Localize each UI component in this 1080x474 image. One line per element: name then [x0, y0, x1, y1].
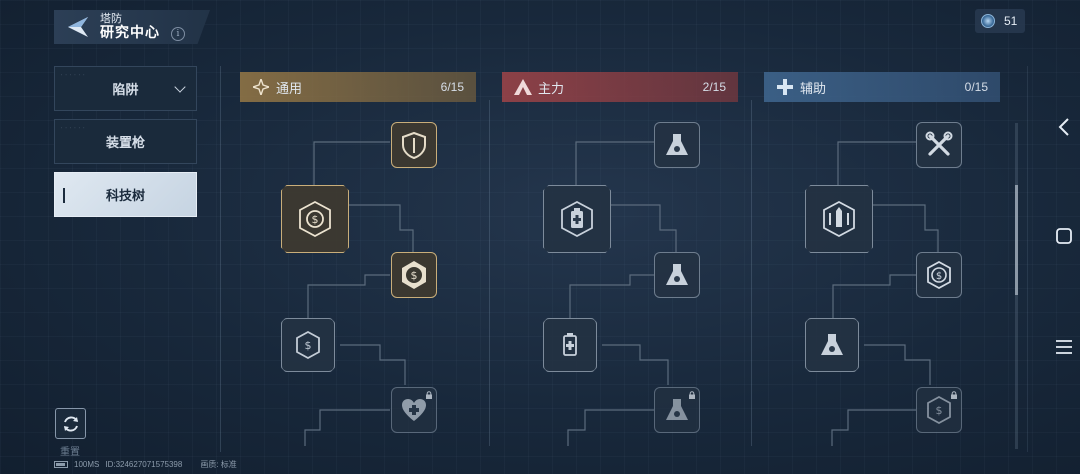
quality-text: 画质: 标准 [200, 460, 237, 469]
scrollbar-thumb[interactable] [1015, 185, 1018, 295]
shield-icon [402, 131, 426, 160]
money-icon: $ [927, 395, 951, 425]
tech-node-money-upgrade[interactable]: $ [281, 185, 349, 253]
info-icon[interactable]: i [171, 27, 185, 41]
chevron-down-icon[interactable] [174, 81, 186, 93]
svg-text:$: $ [936, 404, 943, 417]
category-main-progress: 2/15 [702, 80, 726, 94]
tab-decoration: · · · · · · [61, 72, 86, 77]
tech-tree-panel [220, 66, 1028, 452]
category-main[interactable]: 主力 2/15 [502, 72, 738, 102]
money-icon: $ [296, 330, 320, 360]
active-indicator [63, 188, 65, 203]
category-general-progress: 6/15 [440, 80, 464, 94]
battery-cell-icon [563, 333, 577, 356]
column-divider [751, 100, 752, 446]
tech-node-battery[interactable] [543, 318, 597, 372]
battery-cell-icon [561, 200, 593, 238]
category-general[interactable]: 通用 6/15 [240, 72, 476, 102]
money-icon: $ [402, 261, 426, 289]
tab-device-gun[interactable]: · · · · · · 装置枪 [54, 119, 197, 164]
star-icon [252, 78, 270, 96]
refresh-icon [63, 415, 78, 432]
svg-text:$: $ [411, 269, 418, 282]
page-header: 塔防 研究中心 [54, 10, 210, 44]
tech-node-battery[interactable] [543, 185, 611, 253]
tech-node-ammo[interactable] [805, 185, 873, 253]
tab-device-gun-label: 装置枪 [105, 135, 145, 150]
nav-menu-icon[interactable] [1050, 333, 1078, 361]
ping-text: 100MS [74, 460, 100, 469]
status-footer: 100MS ID:324627071575398 画质: 标准 [54, 459, 237, 470]
lock-icon [689, 391, 695, 399]
category-support-progress: 0/15 [964, 80, 988, 94]
tab-traps-label: 陷阱 [112, 82, 139, 97]
tab-decoration: · · · · · · [61, 125, 86, 130]
column-divider [489, 100, 490, 446]
currency-display: 51 [975, 9, 1025, 33]
back-arrow-icon[interactable] [64, 12, 94, 42]
lock-icon [426, 391, 432, 399]
flask-icon [821, 334, 843, 355]
wrench-icon [925, 131, 953, 156]
tech-node-money-locked[interactable]: $ [916, 387, 962, 433]
flask-icon [666, 134, 688, 155]
battery-icon [54, 461, 68, 468]
page-title: 研究中心 [100, 24, 160, 41]
currency-value: 51 [1004, 14, 1018, 28]
nav-back-icon[interactable] [1050, 113, 1078, 141]
flask-icon [666, 399, 688, 420]
tech-node-money[interactable]: $ [391, 252, 437, 298]
header-subtitle: 塔防 [100, 13, 122, 26]
tech-node-shield[interactable] [391, 122, 437, 168]
tech-node-money-locked[interactable]: $ [281, 318, 335, 372]
ammo-icon [823, 200, 855, 238]
rank-chevron-icon [514, 78, 532, 96]
svg-text:$: $ [312, 213, 319, 226]
svg-text:$: $ [936, 271, 942, 282]
tech-node-flask-locked[interactable] [654, 387, 700, 433]
tech-node-flask[interactable] [805, 318, 859, 372]
tech-node-money[interactable]: $ [916, 252, 962, 298]
category-main-label: 主力 [538, 80, 565, 96]
money-upgrade-icon: $ [299, 200, 331, 238]
category-general-label: 通用 [276, 80, 303, 96]
svg-text:$: $ [305, 339, 312, 352]
tab-tech-tree-label: 科技树 [105, 188, 145, 203]
flask-icon [666, 264, 688, 285]
tech-node-flask[interactable] [654, 252, 700, 298]
reset-label: 重置 [60, 447, 80, 458]
category-support-label: 辅助 [800, 80, 827, 96]
tab-traps[interactable]: · · · · · · 陷阱 [54, 66, 197, 111]
nav-home-icon[interactable] [1050, 222, 1078, 250]
tab-tech-tree[interactable]: 科技树 [54, 172, 197, 217]
tech-node-flask[interactable] [654, 122, 700, 168]
cross-icon [776, 78, 794, 96]
lock-icon [951, 391, 957, 399]
player-id: ID:324627071575398 [105, 460, 183, 469]
heal-icon [402, 399, 426, 421]
reset-button[interactable] [55, 408, 86, 439]
tech-node-tools[interactable] [916, 122, 962, 168]
money-icon: $ [927, 260, 951, 290]
coin-icon [981, 14, 995, 28]
tech-node-heal-locked[interactable] [391, 387, 437, 433]
category-support[interactable]: 辅助 0/15 [764, 72, 1000, 102]
